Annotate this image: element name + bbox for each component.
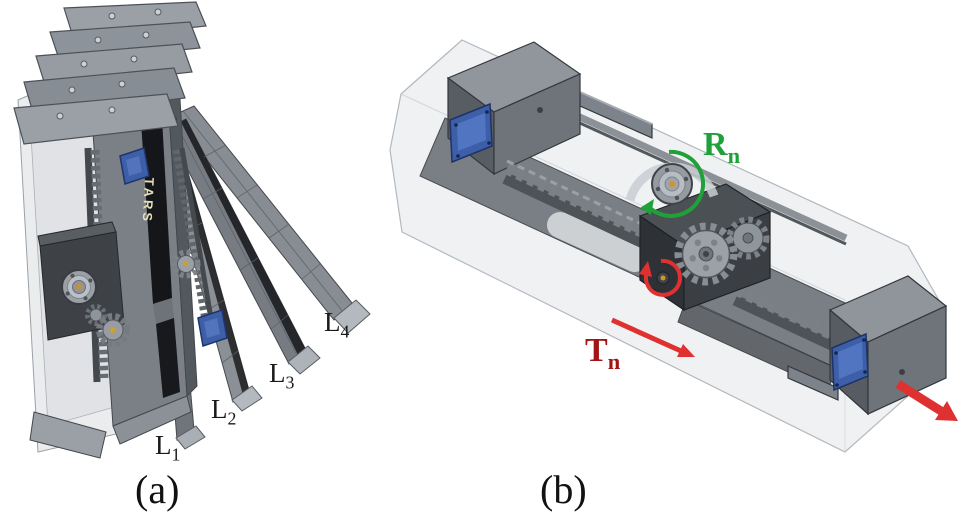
label-l2: L2 — [211, 396, 236, 428]
label-l3-base: L — [269, 358, 286, 388]
panel-b-linear-guide-left — [449, 102, 493, 164]
label-translation: Tn — [585, 334, 620, 373]
panel-a-illustration — [13, 1, 371, 459]
slat-rivets — [56, 8, 162, 120]
rotation-arrow-icon — [640, 149, 706, 218]
label-l2-sub: 2 — [227, 408, 237, 429]
label-translation-sub: n — [607, 348, 621, 374]
label-l4: L4 — [324, 309, 349, 341]
caption-a: (a) — [135, 467, 180, 512]
output-arrow-icon — [895, 380, 958, 421]
label-l3: L3 — [269, 360, 294, 392]
panel-a-guide-carriages — [119, 147, 228, 347]
panel-b-illustration — [389, 39, 958, 453]
label-l4-base: L — [324, 307, 341, 337]
label-l2-base: L — [211, 394, 228, 424]
panel-b-linear-guide-right — [831, 332, 869, 392]
bearing-flange — [625, 162, 719, 205]
spur-gear — [674, 216, 770, 286]
label-rotation-sub: n — [727, 142, 741, 168]
label-l4-sub: 4 — [340, 321, 350, 342]
label-l3-sub: 3 — [285, 372, 295, 393]
panel-a-wing-slats — [13, 1, 207, 145]
panel-a-pinion-gears — [85, 249, 201, 347]
label-rotation: Rn — [703, 128, 740, 167]
panel-b-motor-box-right — [787, 275, 948, 416]
shaft-rotation-arrow-icon — [639, 258, 682, 297]
label-translation-base: T — [585, 332, 608, 369]
panel-a-link-feet — [175, 299, 371, 450]
panel-a-motor-gearbox — [37, 221, 125, 341]
label-l1-base: L — [155, 430, 172, 460]
label-l1: L1 — [155, 432, 180, 464]
label-l1-sub: 1 — [171, 444, 181, 465]
device-label: TARS — [139, 177, 157, 225]
label-rotation-base: R — [703, 126, 728, 163]
caption-b: (b) — [540, 467, 587, 512]
translation-arrow-icon — [610, 317, 695, 357]
